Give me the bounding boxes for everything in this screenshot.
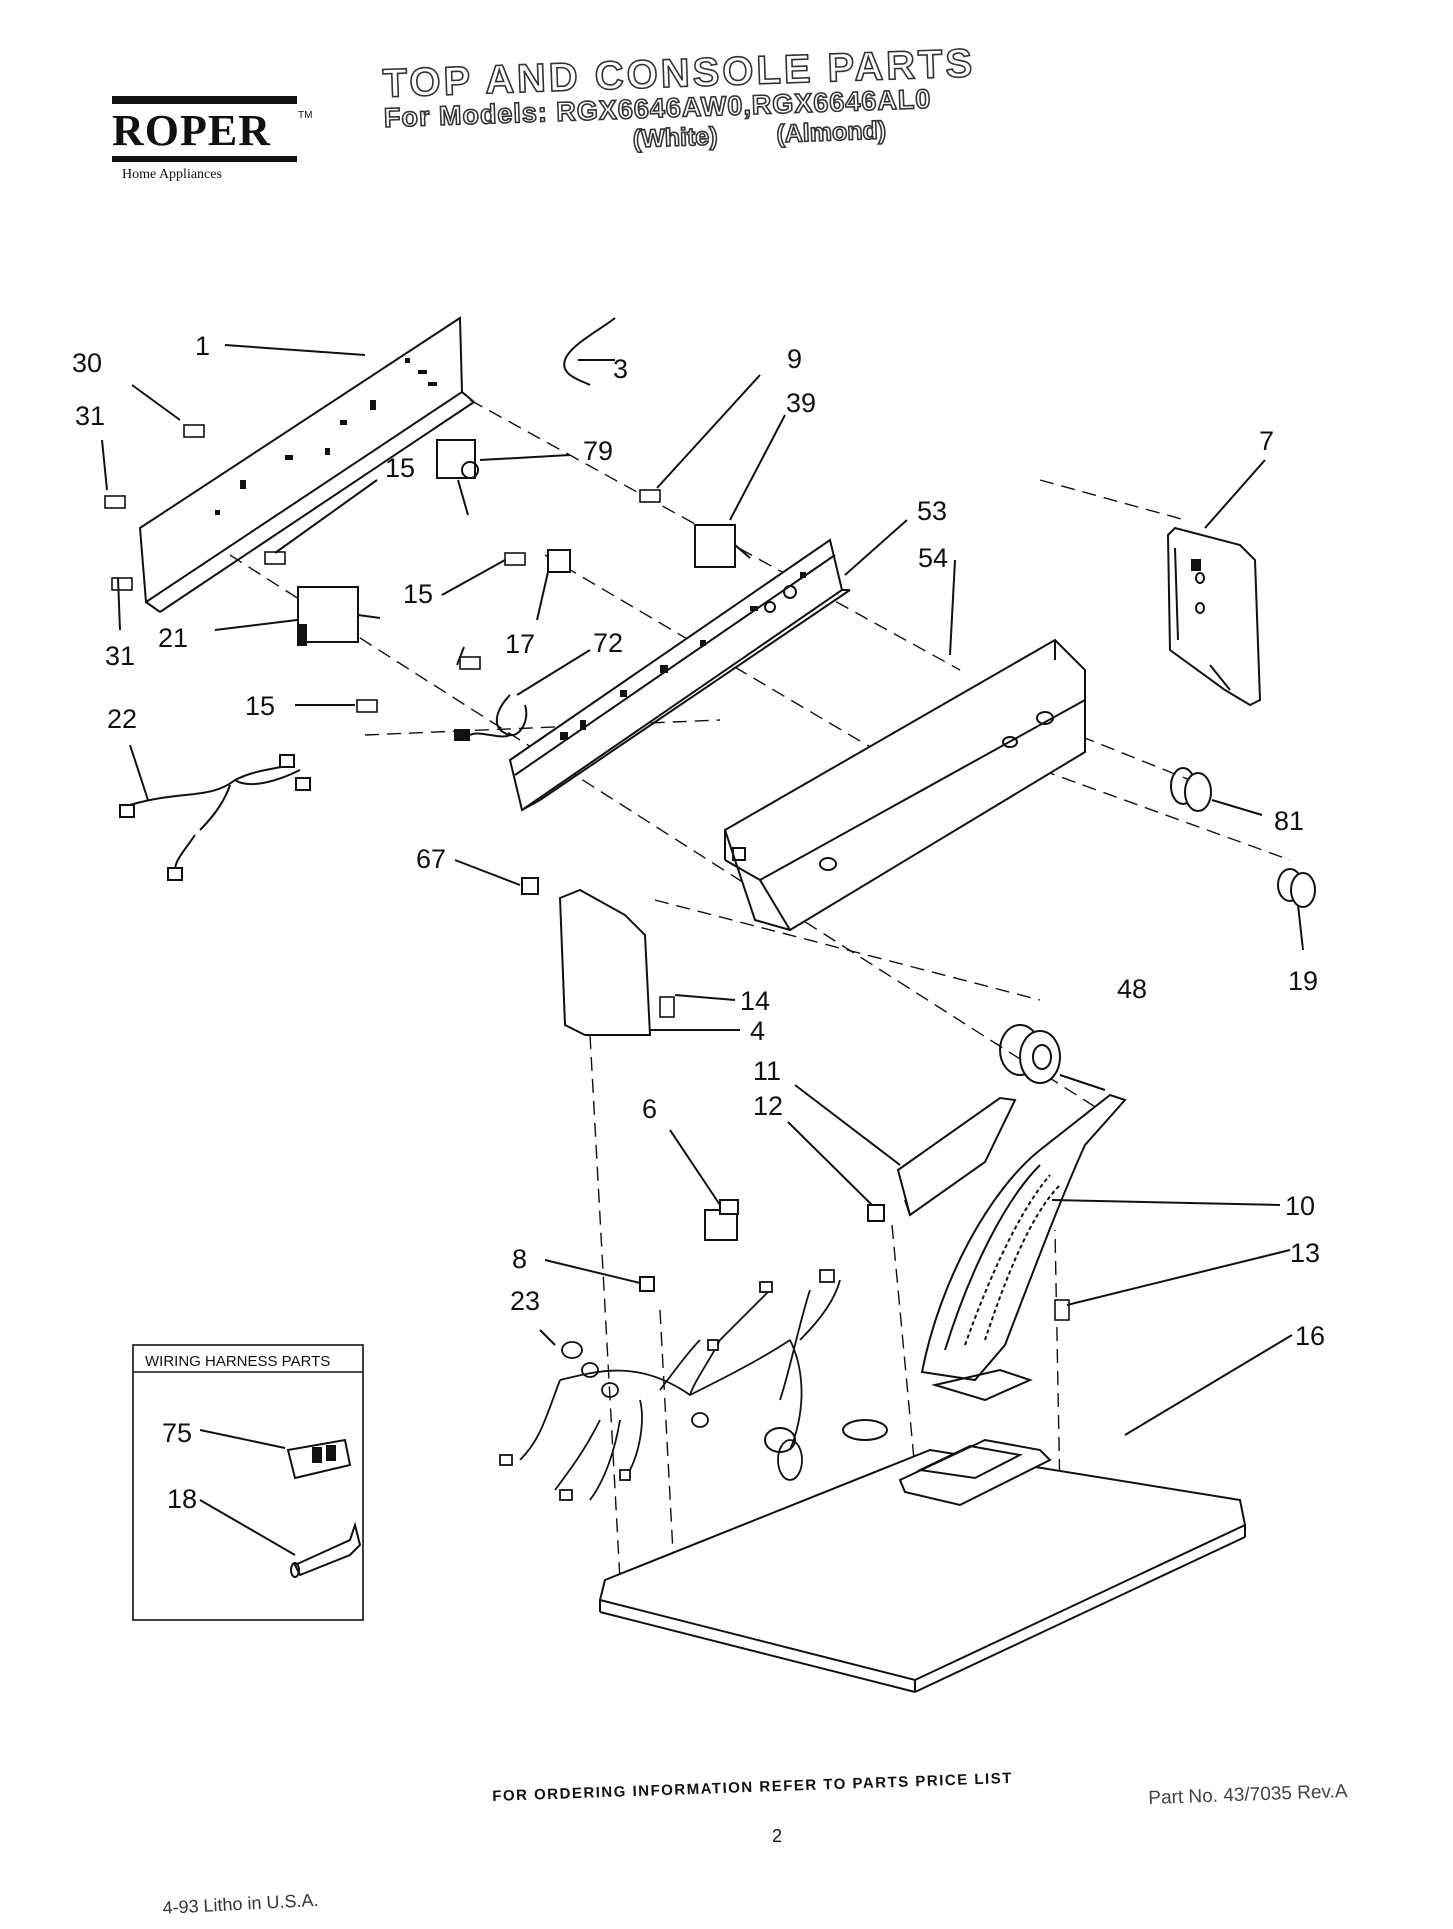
- callout-19: 19: [1288, 966, 1318, 996]
- callout-81: 81: [1274, 806, 1304, 836]
- callout-53: 53: [917, 496, 947, 526]
- wiring-box-title: WIRING HARNESS PARTS: [145, 1353, 330, 1370]
- callout-21: 21: [158, 623, 188, 653]
- logo-trademark: TM: [298, 110, 313, 121]
- wiring-harness-box: WIRING HARNESS PARTS: [132, 1344, 364, 1621]
- logo-bottom-bar: [112, 156, 297, 162]
- part-75-connector: [286, 1438, 352, 1480]
- callout-22: 22: [107, 704, 137, 734]
- callout-39: 39: [786, 388, 816, 418]
- callout-9: 9: [787, 344, 802, 374]
- part-22-harness: [119, 754, 311, 881]
- roper-logo: ROPER TM Home Appliances: [112, 96, 312, 183]
- part-8-clip: [639, 1276, 655, 1292]
- callout-11: 11: [753, 1056, 781, 1086]
- callout-13: 13: [1290, 1238, 1320, 1268]
- part-39-switch: [694, 524, 751, 568]
- callout-67: 67: [416, 844, 446, 874]
- callout-3: 3: [613, 354, 628, 384]
- callout-54: 54: [918, 543, 948, 573]
- callout-48: 48: [1117, 974, 1147, 1004]
- callout-15-b: 15: [403, 579, 433, 609]
- callout-10: 10: [1285, 1191, 1315, 1221]
- part-53-control-bracket: [508, 538, 851, 812]
- part-6-switch: [704, 1199, 739, 1241]
- part-72-wire: [454, 694, 528, 741]
- page-number: 2: [772, 1826, 783, 1846]
- callout-12: 12: [753, 1091, 783, 1121]
- part-54-console: [723, 638, 1086, 932]
- knob-48: [999, 1024, 1061, 1084]
- callout-1: 1: [195, 331, 210, 361]
- part-11-lint-screen: [896, 1096, 1017, 1217]
- part-79-switch: [436, 439, 479, 516]
- callout-23: 23: [510, 1286, 540, 1316]
- callout-79: 79: [583, 436, 613, 466]
- callout-30: 30: [72, 348, 102, 378]
- logo-subtitle: Home Appliances: [122, 167, 222, 182]
- part-12-clip: [867, 1204, 885, 1222]
- part-4-end-cap-left: [558, 888, 652, 1036]
- part-18-terminal: [290, 1521, 362, 1578]
- leader-lines: [101, 344, 1304, 1556]
- callout-14: 14: [740, 986, 770, 1016]
- callout-4: 4: [750, 1016, 765, 1046]
- callout-numbers: 1 30 31 31 3 9 39 79 15 15 15 15 21 17 7…: [72, 331, 1325, 1514]
- knob-19: [1277, 868, 1316, 908]
- callout-31-bottom: 31: [105, 641, 135, 671]
- logo-wordmark: ROPER: [112, 106, 271, 155]
- callout-75: 75: [162, 1418, 192, 1448]
- part-21-timer: [297, 586, 381, 646]
- part-7-end-cap-right: [1166, 526, 1262, 707]
- callout-17: 17: [505, 629, 535, 659]
- logo-top-bar: [112, 96, 297, 104]
- part-17-clip: [547, 549, 571, 573]
- part-1-rear-bracket: [138, 316, 475, 613]
- callout-31-top: 31: [75, 401, 105, 431]
- callout-16: 16: [1295, 1321, 1325, 1351]
- screws: [104, 424, 1070, 1321]
- callout-6: 6: [642, 1094, 657, 1124]
- knob-81: [1170, 767, 1212, 812]
- part-10-duct: [920, 1093, 1127, 1382]
- callout-72: 72: [593, 628, 623, 658]
- part-16-top-panel: [598, 1368, 1247, 1693]
- part-67-clip: [521, 877, 539, 895]
- callout-7: 7: [1259, 426, 1274, 456]
- callout-8: 8: [512, 1244, 527, 1274]
- callout-15-a: 15: [385, 453, 415, 483]
- callout-15-c: 15: [245, 691, 275, 721]
- callout-18: 18: [167, 1484, 197, 1514]
- part-23-main-harness: [499, 1269, 841, 1501]
- part-3-wire: [563, 317, 616, 386]
